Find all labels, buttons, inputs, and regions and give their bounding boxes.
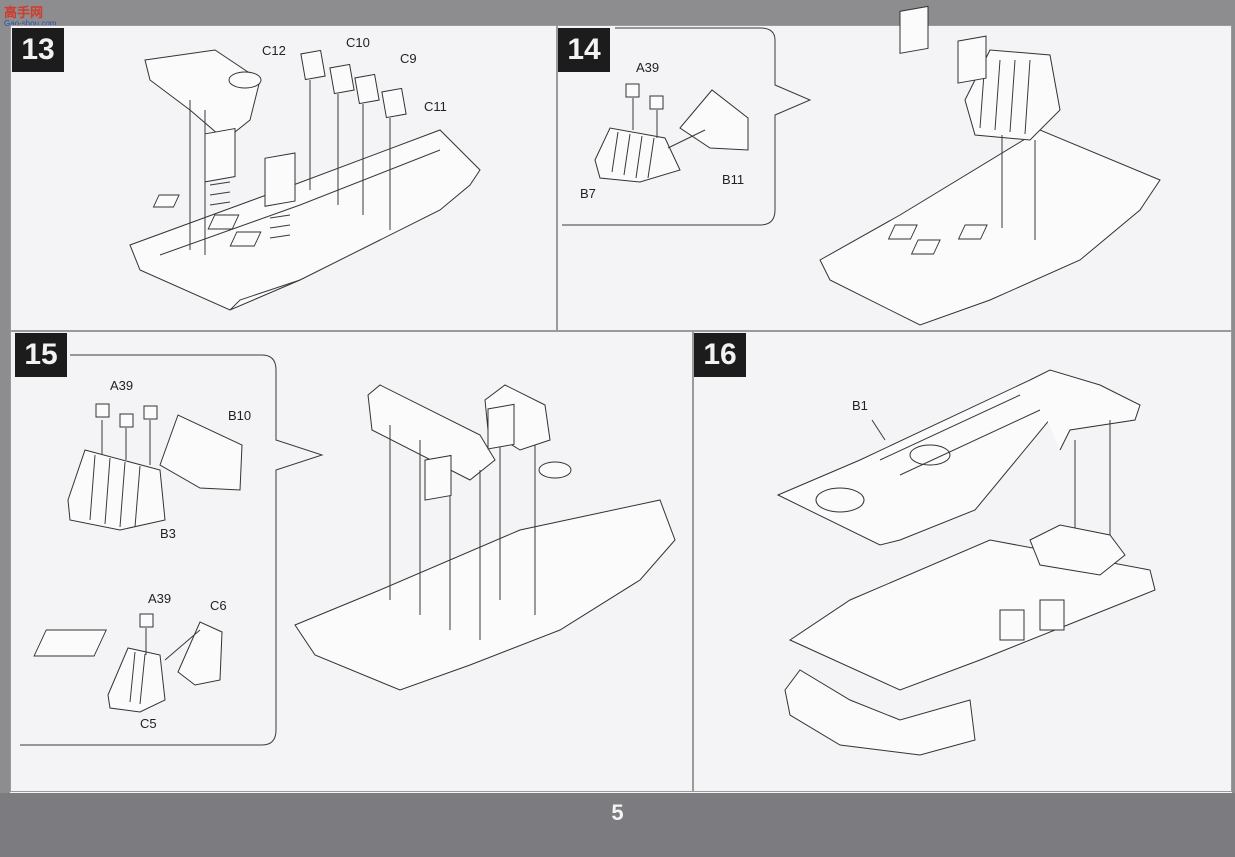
part-c12 bbox=[300, 49, 326, 81]
part-c6 bbox=[177, 621, 223, 686]
part-c10 bbox=[329, 63, 355, 95]
front-seat-right bbox=[264, 152, 296, 239]
label-b7: B7 bbox=[580, 186, 596, 201]
label-c10: C10 bbox=[346, 35, 370, 50]
watermark-logo: 高手网 Gao-shou.com bbox=[4, 2, 56, 28]
step-16-panel bbox=[692, 330, 1232, 792]
single-seat-c5 bbox=[107, 647, 166, 713]
bench-seat-b7 bbox=[594, 127, 681, 183]
step-15-panel bbox=[10, 330, 694, 792]
chassis-floor bbox=[129, 129, 481, 311]
step-15-number: 15 bbox=[15, 333, 67, 377]
rear-bench-step15 bbox=[367, 384, 496, 481]
page-footer bbox=[0, 793, 1235, 857]
label-c5: C5 bbox=[140, 716, 157, 731]
label-a39-b: A39 bbox=[110, 378, 133, 393]
step-16-number: 16 bbox=[694, 333, 746, 377]
label-c12: C12 bbox=[262, 43, 286, 58]
part-a39 bbox=[625, 83, 640, 98]
step-13-number: 13 bbox=[12, 28, 64, 72]
part-b10 bbox=[159, 414, 243, 491]
dashboard bbox=[144, 49, 261, 141]
label-b10: B10 bbox=[228, 408, 251, 423]
label-a39: A39 bbox=[636, 60, 659, 75]
step-14-panel bbox=[556, 25, 1232, 332]
watermark-text: 高手网 bbox=[4, 5, 44, 20]
front-bumper bbox=[784, 669, 976, 756]
rear-bin bbox=[1029, 524, 1126, 576]
label-c11: C11 bbox=[424, 99, 447, 114]
part-c9 bbox=[354, 73, 380, 105]
chassis-step16 bbox=[788, 539, 1156, 691]
label-b11: B11 bbox=[722, 172, 744, 187]
front-seat-left bbox=[204, 127, 236, 206]
part-a39-row2 bbox=[95, 403, 110, 418]
label-c9: C9 bbox=[400, 51, 417, 66]
step-13-panel bbox=[10, 25, 558, 332]
part-a39-single bbox=[139, 613, 154, 628]
part-c11 bbox=[381, 87, 407, 119]
chassis-step15 bbox=[294, 499, 676, 691]
label-b1: B1 bbox=[852, 398, 868, 413]
chassis-assembled bbox=[819, 129, 1161, 326]
label-a39-c: A39 bbox=[148, 591, 171, 606]
watermark-sub: Gao-shou.com bbox=[4, 19, 57, 28]
step-14-number: 14 bbox=[558, 28, 610, 72]
part-b11 bbox=[679, 89, 749, 151]
label-b3: B3 bbox=[160, 526, 176, 541]
page-number: 5 bbox=[611, 800, 624, 825]
bench-seat-b3 bbox=[67, 449, 166, 531]
label-c6: C6 bbox=[210, 598, 227, 613]
